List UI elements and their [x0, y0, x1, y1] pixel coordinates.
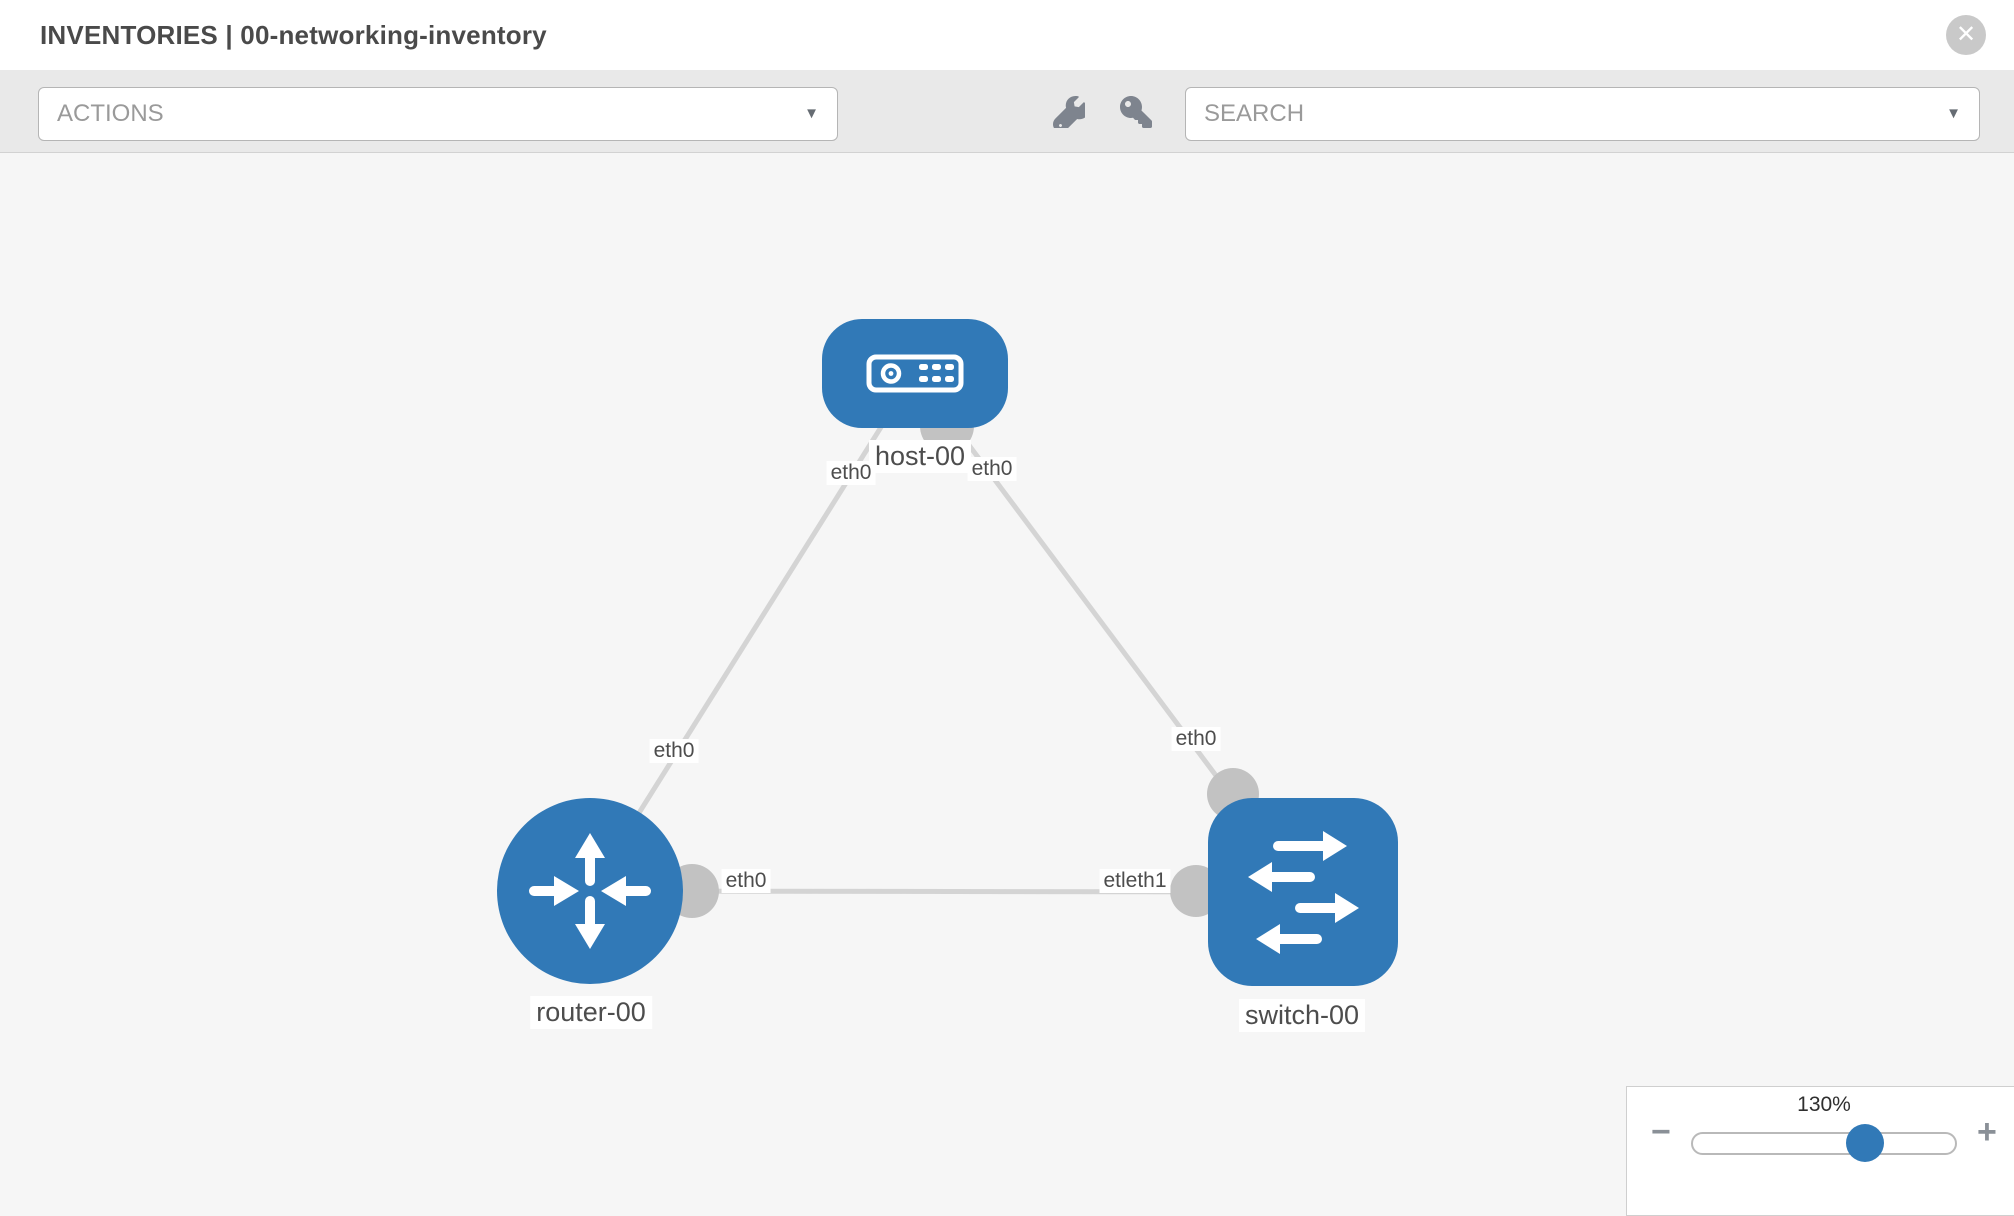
- node-label-switch: switch-00: [1238, 999, 1366, 1032]
- if-label-router-uplink: eth0: [649, 739, 699, 763]
- zoom-level-label: 130%: [1797, 1093, 1851, 1116]
- page-title: INVENTORIES | 00-networking-inventory: [40, 20, 547, 50]
- close-icon[interactable]: ✕: [1946, 15, 1986, 55]
- zoom-slider[interactable]: [1691, 1124, 1957, 1162]
- node-router-00[interactable]: [497, 798, 683, 984]
- zoom-slider-handle[interactable]: [1846, 1124, 1884, 1162]
- if-label-switch-eth1: etleth1: [1099, 869, 1171, 893]
- actions-dropdown[interactable]: ACTIONS ▼: [38, 87, 838, 141]
- if-label-host-router: eth0: [826, 461, 876, 485]
- node-host-00[interactable]: [822, 319, 1008, 428]
- topology-canvas[interactable]: host-00 router-00 switch-00 eth0 eth0 et…: [0, 153, 2014, 1200]
- node-label-host: host-00: [868, 440, 972, 473]
- chevron-down-icon: ▼: [1946, 105, 1961, 122]
- link-host-router: [587, 371, 918, 893]
- switch-icon: [1248, 831, 1359, 954]
- router-node-shape: [497, 798, 683, 984]
- interface-connectors: [665, 399, 1259, 918]
- zoom-panel: 130% − +: [1626, 1086, 2014, 1216]
- zoom-out-icon[interactable]: −: [1651, 1113, 1671, 1151]
- key-icon[interactable]: [1120, 96, 1152, 128]
- chevron-down-icon: ▼: [804, 105, 819, 122]
- zoom-in-icon[interactable]: +: [1977, 1113, 1997, 1151]
- if-label-switch-uplink: eth0: [1171, 727, 1221, 751]
- header: INVENTORIES | 00-networking-inventory ✕: [0, 0, 2014, 70]
- router-icon: [529, 833, 651, 949]
- toolbar: ACTIONS ▼ SEARCH ▼: [0, 70, 2014, 153]
- actions-dropdown-label: ACTIONS: [57, 100, 164, 127]
- node-label-router: router-00: [530, 996, 652, 1029]
- host-node-shape: [822, 319, 1008, 428]
- wrench-icon[interactable]: [1053, 96, 1090, 133]
- topology-svg: [497, 319, 1398, 986]
- search-input[interactable]: SEARCH ▼: [1185, 87, 1980, 141]
- switch-node-shape: [1208, 798, 1398, 986]
- if-label-host-switch: eth0: [967, 457, 1017, 481]
- if-label-router-eth0: eth0: [721, 869, 771, 893]
- search-placeholder: SEARCH: [1204, 100, 1305, 127]
- host-icon: [866, 354, 964, 393]
- node-switch-00[interactable]: [1208, 798, 1398, 986]
